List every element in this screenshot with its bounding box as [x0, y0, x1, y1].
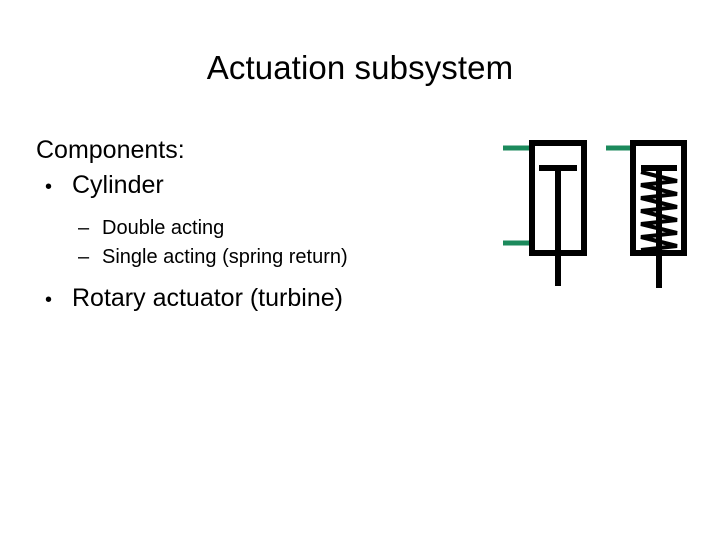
bullet-cylinder: • Cylinder — [36, 168, 476, 204]
bullet-cylinder-label: Cylinder — [72, 171, 164, 199]
spacer — [36, 204, 476, 214]
sub-bullet-single-acting-label: Single acting (spring return) — [102, 246, 348, 268]
content-body: Components: • Cylinder – Double acting –… — [36, 133, 476, 317]
bullet-marker-icon: • — [45, 176, 53, 198]
page-title: Actuation subsystem — [206, 49, 514, 86]
sub-bullet-single-acting: – Single acting (spring return) — [36, 243, 476, 272]
dash-marker-icon: – — [78, 246, 90, 268]
bullet-marker-icon: • — [45, 289, 53, 311]
double-acting-cylinder-symbol — [503, 140, 587, 286]
cylinder-diagram-svg — [503, 140, 687, 288]
single-acting-spring-return-cylinder-symbol — [606, 140, 687, 288]
return-spring-icon — [640, 170, 678, 252]
spacer — [36, 272, 476, 281]
cylinder-diagram — [496, 136, 706, 301]
sub-bullet-double-acting: – Double acting — [36, 214, 476, 243]
bullet-rotary-actuator-label: Rotary actuator (turbine) — [72, 284, 343, 312]
sub-bullet-double-acting-label: Double acting — [102, 217, 225, 239]
components-heading: Components: — [36, 136, 185, 164]
dash-marker-icon: – — [78, 217, 90, 239]
bullet-rotary-actuator: • Rotary actuator (turbine) — [36, 281, 476, 317]
